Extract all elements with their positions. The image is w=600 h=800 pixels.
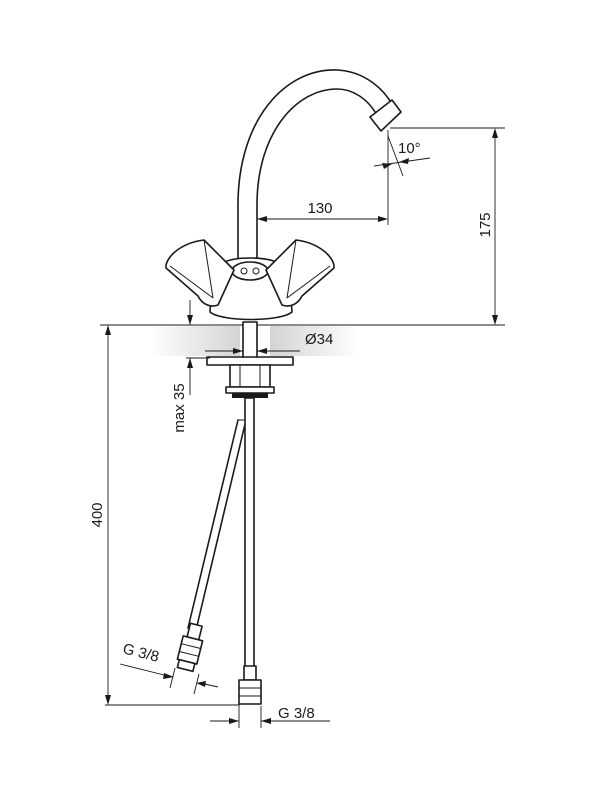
faucet-spout (237, 69, 402, 263)
dimension-diameter: Ø34 (205, 328, 333, 358)
dimension-thread-left: G 3/8 (119, 640, 219, 695)
hose-left (187, 419, 247, 631)
hose-fitting-left (176, 622, 204, 673)
handle-right (265, 239, 335, 307)
handle-left (165, 239, 235, 307)
aerator (369, 99, 402, 132)
height-label: 175 (477, 212, 494, 237)
hose-fitting-right (238, 665, 262, 705)
diameter-label: Ø34 (305, 331, 333, 348)
dimension-hose-length: 400 (89, 325, 240, 706)
hose-right (244, 397, 255, 671)
deck-thickness-label: max 35 (171, 383, 188, 432)
dimension-angle: 10° (373, 135, 431, 177)
dimension-reach: 130 (257, 130, 389, 225)
deck-surface (100, 324, 500, 356)
reach-label: 130 (307, 200, 332, 217)
angle-label: 10° (398, 140, 421, 157)
thread-right-label: G 3/8 (278, 705, 315, 722)
dimension-deck-thickness: max 35 (171, 300, 210, 433)
dimension-thread-right: G 3/8 (210, 705, 330, 728)
thread-left-label: G 3/8 (121, 640, 161, 665)
hose-length-label: 400 (89, 502, 106, 527)
dimension-height: 175 (290, 127, 505, 326)
